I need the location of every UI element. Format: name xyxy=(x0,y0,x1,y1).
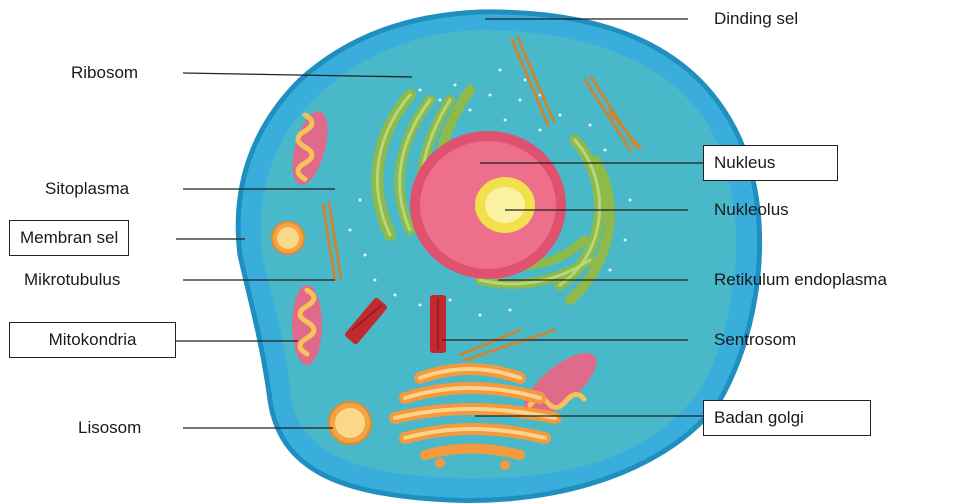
label-nukleus: Nukleus xyxy=(703,145,838,181)
label-membran-sel: Membran sel xyxy=(9,220,129,256)
label-sitoplasma: Sitoplasma xyxy=(45,179,129,199)
label-ribosom: Ribosom xyxy=(71,63,138,83)
label-nukleolus: Nukleolus xyxy=(714,200,789,220)
lysosome-lower-core xyxy=(335,408,365,438)
label-lisosom: Lisosom xyxy=(78,418,141,438)
lysosome-upper-core xyxy=(277,227,299,249)
label-sentrosom: Sentrosom xyxy=(714,330,796,350)
nucleolus-inner xyxy=(485,187,525,223)
centrosome-2 xyxy=(430,295,446,353)
label-dinding-sel: Dinding sel xyxy=(714,9,798,29)
label-retikulum-endoplasma: Retikulum endoplasma xyxy=(714,270,887,290)
mitochondrion-left xyxy=(292,285,322,365)
label-mikrotubulus: Mikrotubulus xyxy=(24,270,120,290)
label-badan-golgi: Badan golgi xyxy=(703,400,871,436)
label-mitokondria: Mitokondria xyxy=(9,322,176,358)
